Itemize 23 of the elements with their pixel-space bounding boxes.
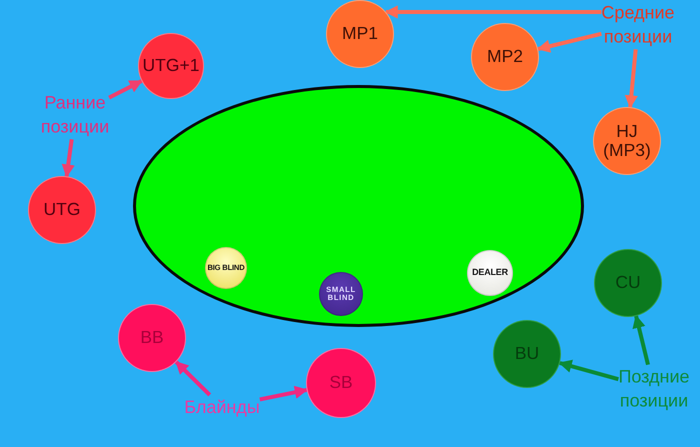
arrow bbox=[632, 314, 650, 366]
position-circle: UTG bbox=[28, 176, 96, 244]
arrow bbox=[558, 360, 619, 382]
position-circle: MP2 bbox=[471, 23, 539, 91]
position-group-label: Ранние позиции bbox=[40, 90, 110, 140]
position-circle: UTG+1 bbox=[138, 33, 204, 99]
position-group-label: Поздние позиции bbox=[618, 364, 690, 414]
arrow bbox=[384, 5, 602, 19]
arrow bbox=[259, 386, 308, 402]
arrow bbox=[536, 32, 602, 53]
position-group-label: Блайнды bbox=[184, 394, 260, 420]
poker-chip: DEALER bbox=[467, 250, 513, 296]
arrow bbox=[624, 49, 638, 109]
position-circle: CU bbox=[594, 249, 662, 317]
position-circle: BU bbox=[493, 320, 561, 388]
arrow bbox=[62, 139, 75, 178]
position-circle: BB bbox=[118, 304, 186, 372]
position-circle: MP1 bbox=[326, 0, 394, 68]
position-group-label: Средние позиции bbox=[601, 0, 675, 50]
arrow bbox=[174, 360, 212, 396]
position-circle: HJ (MP3) bbox=[593, 107, 661, 175]
position-circle: SB bbox=[306, 348, 376, 418]
arrow bbox=[108, 79, 143, 100]
